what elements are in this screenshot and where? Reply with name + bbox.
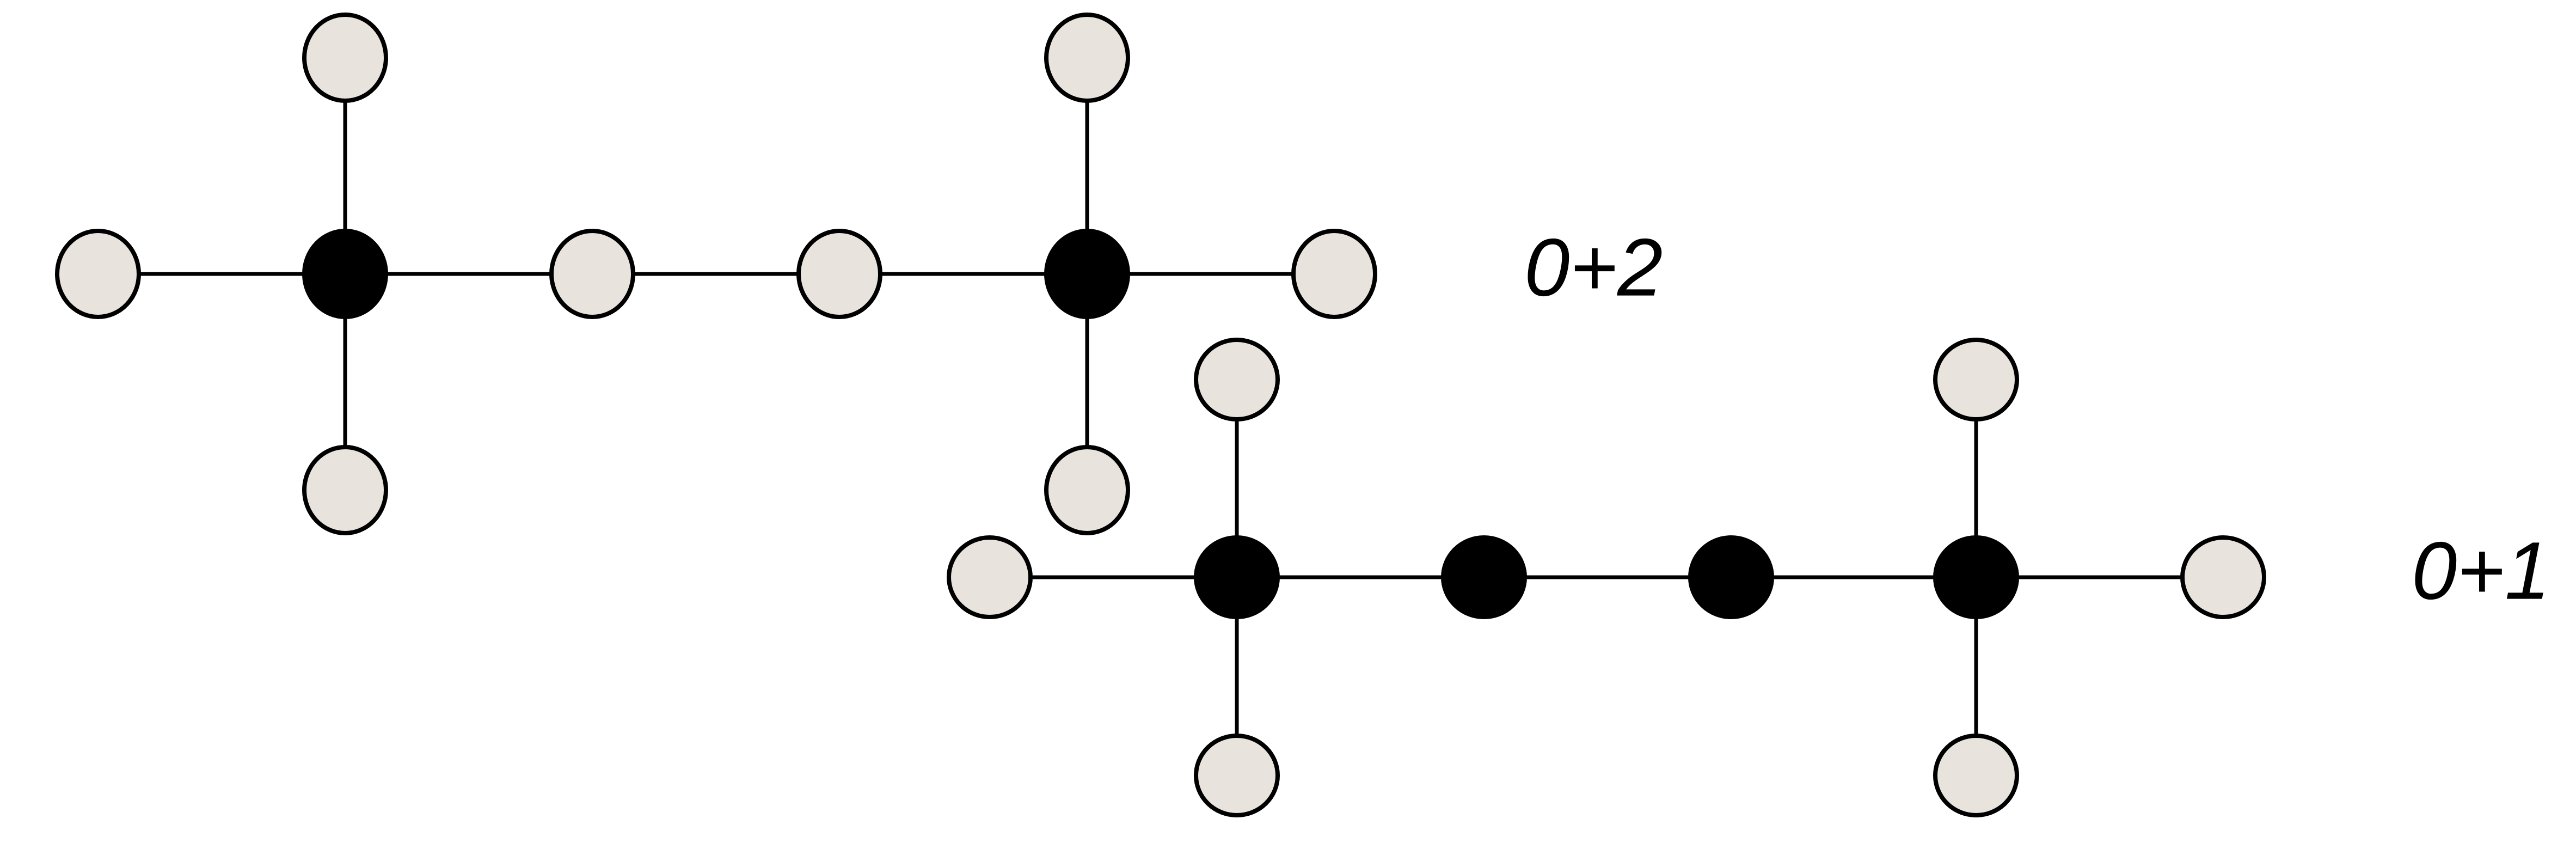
atom-open [1933,338,2019,422]
atom-filled [1688,535,1774,619]
atom-open [1194,734,1280,817]
atoms-bottom [947,338,2266,817]
atoms-top [55,13,1377,535]
atom-open [1044,445,1130,535]
atom-filled [1933,535,2019,619]
atom-open [1194,338,1280,422]
bonds-top [98,58,1334,490]
molecule-bottom-label: 0+1 [2412,525,2550,616]
atom-open [302,445,388,535]
atom-open [1933,734,2019,817]
atom-filled [1044,229,1130,319]
atom-filled [1194,535,1280,619]
atom-open [55,229,141,319]
atom-open [796,229,882,319]
atom-open [1291,229,1377,319]
atom-filled [1441,535,1527,619]
bonds-bottom [990,380,2223,775]
atom-open [302,13,388,103]
molecule-top-label: 0+2 [1524,222,1663,313]
molecule-top: 0+2 [55,13,1663,535]
atom-open [1044,13,1130,103]
atom-open [947,535,1033,619]
atom-filled [302,229,388,319]
atom-open [549,229,635,319]
atom-open [2180,535,2266,619]
molecule-bottom: 0+1 [947,338,2550,817]
